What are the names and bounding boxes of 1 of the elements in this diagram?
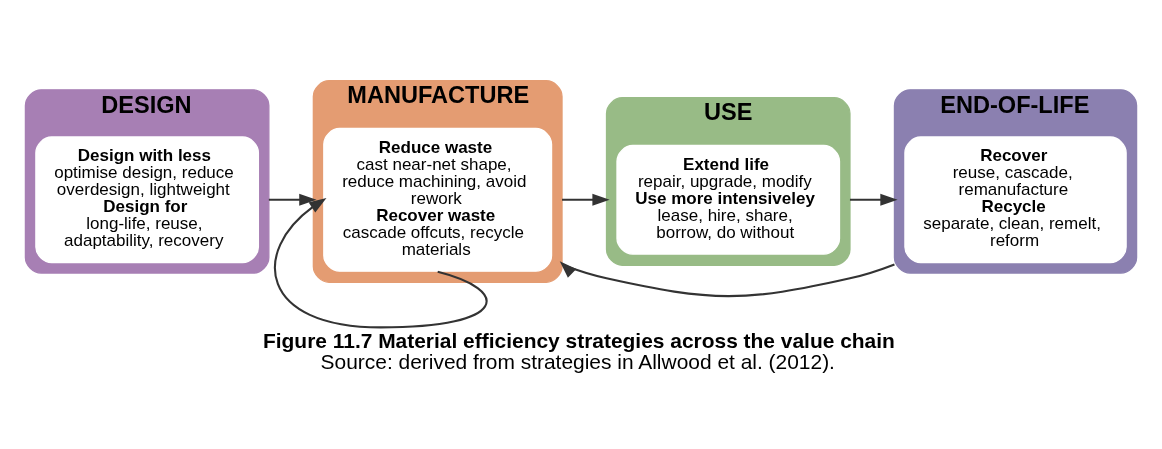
diagram-title: Figure 11.7 Material efficiency strategies across the value chain — [262, 328, 895, 352]
